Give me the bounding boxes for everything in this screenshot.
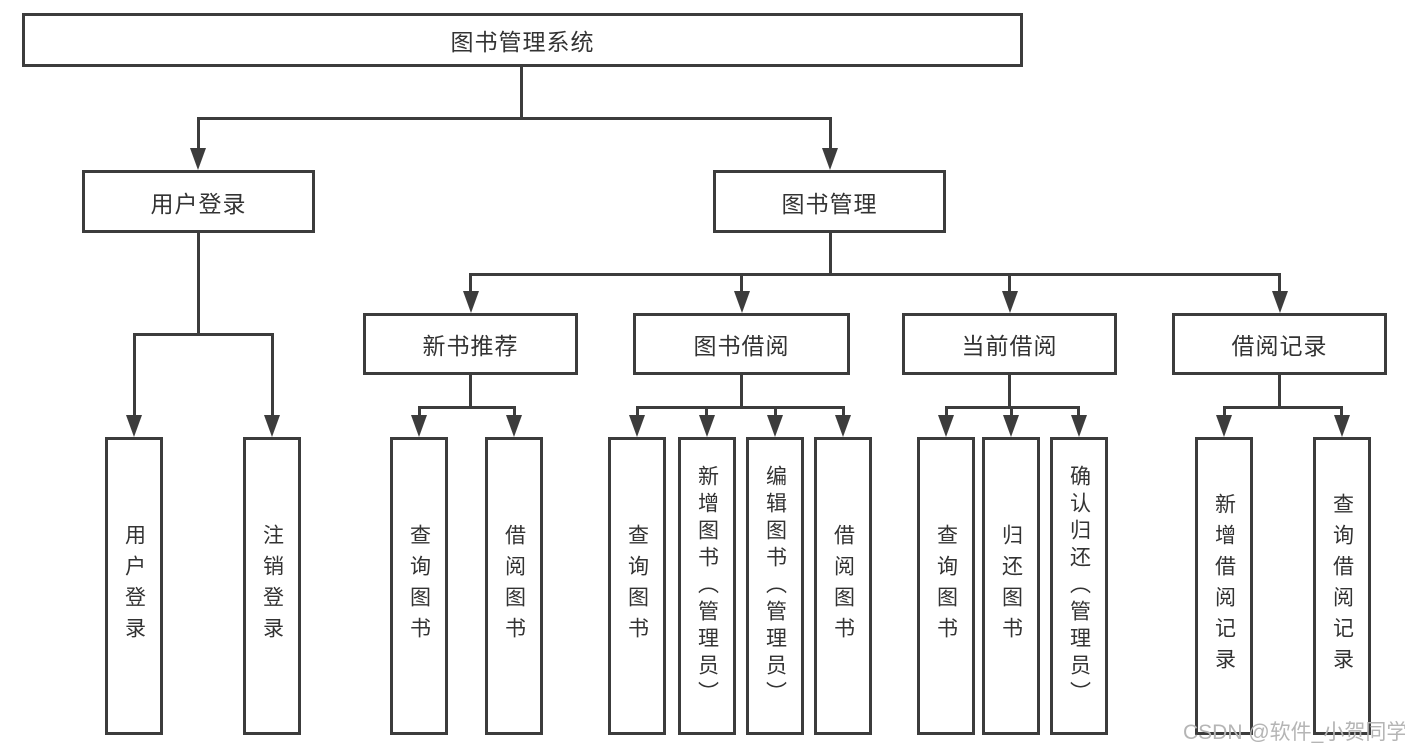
connector-line — [635, 405, 845, 409]
connector-line — [1278, 375, 1281, 407]
leaf-confirm-return-admin: 确认归还（管理员） — [1050, 437, 1108, 735]
connector-line — [196, 118, 200, 150]
arrowhead-down-icon — [1070, 415, 1087, 437]
arrowhead-down-icon — [1271, 291, 1288, 313]
arrowhead-down-icon — [264, 415, 280, 437]
arrowhead-down-icon — [411, 415, 427, 437]
arrowhead-down-icon — [629, 415, 645, 437]
connector-line — [944, 407, 948, 416]
leaf-label: 编辑图书（管理员） — [763, 464, 787, 708]
arrowhead-down-icon — [506, 415, 522, 437]
connector-line — [469, 375, 472, 407]
leaf-logout: 注销登录 — [243, 437, 301, 735]
node-label: 用户登录 — [150, 190, 247, 217]
node-current-borrowing: 当前借阅 — [902, 313, 1117, 375]
leaf-label: 查询图书 — [934, 524, 958, 648]
node-user-login: 用户登录 — [82, 170, 315, 233]
connector-line — [1008, 375, 1011, 407]
node-book-management: 图书管理 — [713, 170, 946, 233]
node-label: 新书推荐 — [422, 333, 519, 359]
node-label: 借阅记录 — [1231, 333, 1328, 359]
connector-line — [740, 375, 743, 407]
node-label: 当前借阅 — [961, 333, 1058, 359]
leaf-label: 新增借阅记录 — [1212, 493, 1236, 679]
arrowhead-down-icon — [190, 148, 206, 170]
connector-line — [196, 233, 200, 334]
leaf-edit-books-admin: 编辑图书（管理员） — [746, 437, 804, 735]
connector-line — [1222, 405, 1343, 409]
leaf-return-books: 归还图书 — [982, 437, 1040, 735]
connector-line — [469, 274, 472, 293]
watermark: CSDN @软件_小贺同学 — [1183, 721, 1405, 744]
node-label: 图书借阅 — [693, 333, 790, 359]
node-borrowing-records: 借阅记录 — [1172, 313, 1387, 375]
arrowhead-down-icon — [1333, 415, 1350, 437]
connector-line — [417, 407, 421, 416]
leaf-label: 查询借阅记录 — [1330, 493, 1354, 679]
connector-line — [705, 407, 708, 416]
arrowhead-down-icon — [126, 415, 142, 437]
arrowhead-down-icon — [767, 415, 783, 437]
arrowhead-down-icon — [1001, 291, 1018, 313]
arrowhead-down-icon — [733, 291, 750, 313]
arrowhead-down-icon — [938, 415, 954, 437]
leaf-add-borrow-record: 新增借阅记录 — [1195, 437, 1253, 735]
node-new-book-recommendation: 新书推荐 — [363, 313, 578, 375]
connector-line — [773, 407, 777, 416]
leaf-query-books-current: 查询图书 — [917, 437, 975, 735]
connector-line — [1008, 274, 1011, 293]
arrowhead-down-icon — [462, 291, 479, 313]
leaf-label: 用户登录 — [122, 524, 146, 648]
connector-line — [1222, 407, 1226, 416]
leaf-label: 查询图书 — [625, 524, 649, 648]
leaf-label: 新增图书（管理员） — [695, 464, 719, 708]
connector-line — [417, 405, 516, 409]
connector-line — [1077, 407, 1080, 416]
connector-line — [512, 407, 516, 416]
connector-line — [132, 334, 136, 416]
leaf-user-login: 用户登录 — [105, 437, 163, 735]
connector-line — [828, 233, 832, 274]
leaf-label: 注销登录 — [260, 524, 284, 648]
leaf-borrow-books: 借阅图书 — [814, 437, 872, 735]
leaf-label: 借阅图书 — [502, 524, 526, 648]
node-label: 图书管理 — [781, 190, 878, 217]
connector-line — [635, 407, 639, 416]
connector-line — [841, 407, 845, 416]
leaf-label: 归还图书 — [999, 524, 1023, 648]
arrowhead-down-icon — [1216, 415, 1232, 437]
arrowhead-down-icon — [1003, 415, 1019, 437]
connector-line — [132, 332, 274, 336]
leaf-label: 查询图书 — [407, 524, 431, 648]
leaf-query-books-borrowing: 查询图书 — [608, 437, 666, 735]
arrowhead-down-icon — [698, 415, 715, 437]
connector-line — [270, 334, 274, 416]
leaf-add-books-admin: 新增图书（管理员） — [678, 437, 736, 735]
connector-line — [1009, 407, 1013, 416]
leaf-label: 确认归还（管理员） — [1067, 464, 1091, 708]
node-book-borrowing: 图书借阅 — [633, 313, 850, 375]
connector-line — [740, 274, 743, 293]
leaf-borrow-books-recommend: 借阅图书 — [485, 437, 543, 735]
connector-line — [196, 116, 832, 120]
leaf-query-books-recommend: 查询图书 — [390, 437, 448, 735]
connector-line — [469, 272, 1281, 276]
connector-line — [519, 67, 523, 118]
connector-line — [1278, 274, 1281, 293]
node-library-management-system: 图书管理系统 — [22, 13, 1023, 67]
connector-line — [828, 118, 832, 150]
leaf-query-borrow-record: 查询借阅记录 — [1313, 437, 1371, 735]
connector-line — [944, 405, 1080, 409]
connector-line — [1340, 407, 1343, 416]
leaf-label: 借阅图书 — [831, 524, 855, 648]
arrowhead-down-icon — [822, 148, 838, 170]
node-label: 图书管理系统 — [450, 29, 595, 55]
arrowhead-down-icon — [835, 415, 851, 437]
